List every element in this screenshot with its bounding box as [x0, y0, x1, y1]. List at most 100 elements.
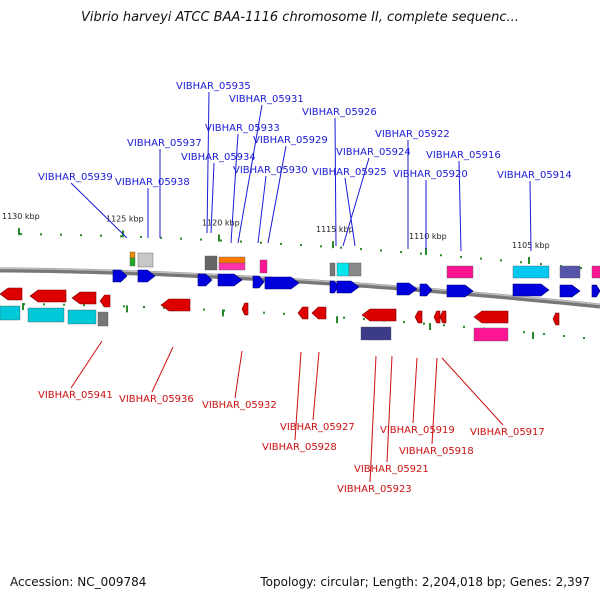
forward-gene-arrow: [112, 269, 128, 283]
minor-tick: [260, 241, 262, 244]
reverse-gene-label: VIBHAR_05936: [119, 394, 194, 405]
kbp-label: 1125 kbp: [106, 214, 144, 223]
minor-tick: [440, 254, 442, 257]
forward-feature-box: [218, 256, 246, 264]
forward-feature-box: [204, 255, 218, 271]
forward-leader-line: [334, 117, 337, 247]
forward-gene-label: VIBHAR_05914: [497, 170, 572, 181]
forward-gene-arrow: [329, 280, 339, 294]
forward-leader-line: [210, 162, 215, 234]
forward-gene-arrow: [137, 269, 156, 283]
minor-tick: [420, 252, 422, 255]
forward-feature-box: [559, 265, 581, 279]
gene-features: [0, 251, 600, 342]
minor-tick: [160, 236, 162, 239]
forward-feature-box: [129, 251, 136, 259]
major-tick: [222, 309, 224, 317]
minor-tick: [283, 312, 285, 315]
minor-tick: [583, 336, 585, 339]
minor-tick: [240, 240, 242, 243]
major-tick: [528, 256, 530, 264]
minor-tick: [60, 233, 62, 236]
backbone-highlight: [0, 267, 600, 306]
forward-gene-label: VIBHAR_05938: [115, 177, 190, 188]
forward-leader-line: [230, 133, 239, 244]
reverse-leader-line: [441, 357, 504, 426]
minor-tick: [63, 303, 65, 306]
forward-gene-label: VIBHAR_05922: [375, 129, 450, 140]
minor-tick: [163, 306, 165, 309]
minor-tick: [263, 311, 265, 314]
forward-gene-label: VIBHAR_05939: [38, 172, 113, 183]
reverse-leader-line: [369, 355, 377, 483]
forward-gene-label: VIBHAR_05924: [336, 147, 411, 158]
minor-tick: [300, 244, 302, 247]
kbp-label: 1115 kbp: [316, 225, 354, 234]
minor-tick: [203, 308, 205, 311]
forward-gene-label: VIBHAR_05926: [302, 107, 377, 118]
minor-tick: [580, 266, 582, 269]
major-tick: [336, 316, 338, 324]
reverse-feature-box: [67, 309, 97, 325]
reverse-gene-arrow: [552, 312, 560, 326]
forward-gene-label: VIBHAR_05935: [176, 81, 251, 92]
reverse-gene-arrow: [297, 306, 309, 320]
reverse-leader-line: [70, 340, 103, 389]
forward-gene-arrow: [512, 283, 550, 297]
reverse-gene-arrow: [160, 298, 191, 312]
minor-tick: [423, 322, 425, 325]
major-tick: [532, 331, 534, 339]
kbp-label: 1120 kbp: [202, 218, 240, 227]
accession-label: Accession: NC_009784: [10, 575, 147, 589]
forward-feature-box: [329, 262, 336, 277]
forward-gene-label: VIBHAR_05930: [233, 165, 308, 176]
forward-gene-arrow: [396, 282, 418, 296]
forward-leader-line: [206, 91, 210, 234]
forward-feature-box: [512, 265, 550, 279]
minor-tick: [563, 335, 565, 338]
reverse-gene-arrow: [71, 291, 97, 305]
major-tick: [429, 323, 431, 331]
major-tick: [425, 248, 427, 256]
genome-title: Vibrio harveyi ATCC BAA-1116 chromosome …: [81, 10, 519, 25]
minor-tick: [340, 246, 342, 249]
minor-tick: [180, 237, 182, 240]
forward-gene-arrow: [446, 284, 474, 298]
minor-tick: [83, 304, 85, 307]
reverse-gene-label: VIBHAR_05919: [380, 425, 455, 436]
reverse-gene-arrow: [311, 306, 327, 320]
minor-tick: [543, 333, 545, 336]
reverse-gene-arrow: [0, 287, 23, 301]
major-tick: [18, 228, 20, 236]
reverse-feature-box: [0, 305, 21, 321]
reverse-gene-arrow: [439, 310, 447, 324]
minor-tick: [43, 303, 45, 306]
minor-tick: [320, 245, 322, 248]
reverse-gene-label: VIBHAR_05923: [337, 484, 412, 495]
forward-feature-box: [591, 265, 600, 279]
reverse-gene-arrow: [473, 310, 509, 324]
reverse-gene-label: VIBHAR_05928: [262, 442, 337, 453]
reverse-feature-box: [360, 326, 392, 341]
forward-leader-line: [529, 180, 532, 252]
backbone-line: [0, 267, 600, 309]
forward-feature-box: [137, 252, 154, 268]
forward-feature-box: [348, 262, 362, 277]
forward-gene-label: VIBHAR_05916: [426, 150, 501, 161]
forward-gene-label: VIBHAR_05925: [312, 167, 387, 178]
kbp-label: 1110 kbp: [409, 232, 447, 241]
minor-tick: [500, 259, 502, 262]
forward-gene-label: VIBHAR_05929: [253, 135, 328, 146]
forward-feature-box: [218, 262, 246, 271]
minor-tick: [123, 305, 125, 308]
forward-leader-line: [344, 177, 356, 247]
forward-gene-arrow: [264, 276, 300, 290]
minor-tick: [143, 306, 145, 309]
forward-gene-arrow: [217, 273, 243, 287]
reverse-gene-arrow: [29, 289, 67, 303]
minor-tick: [80, 234, 82, 237]
forward-gene-arrow: [197, 273, 213, 287]
reverse-feature-box: [27, 307, 65, 323]
